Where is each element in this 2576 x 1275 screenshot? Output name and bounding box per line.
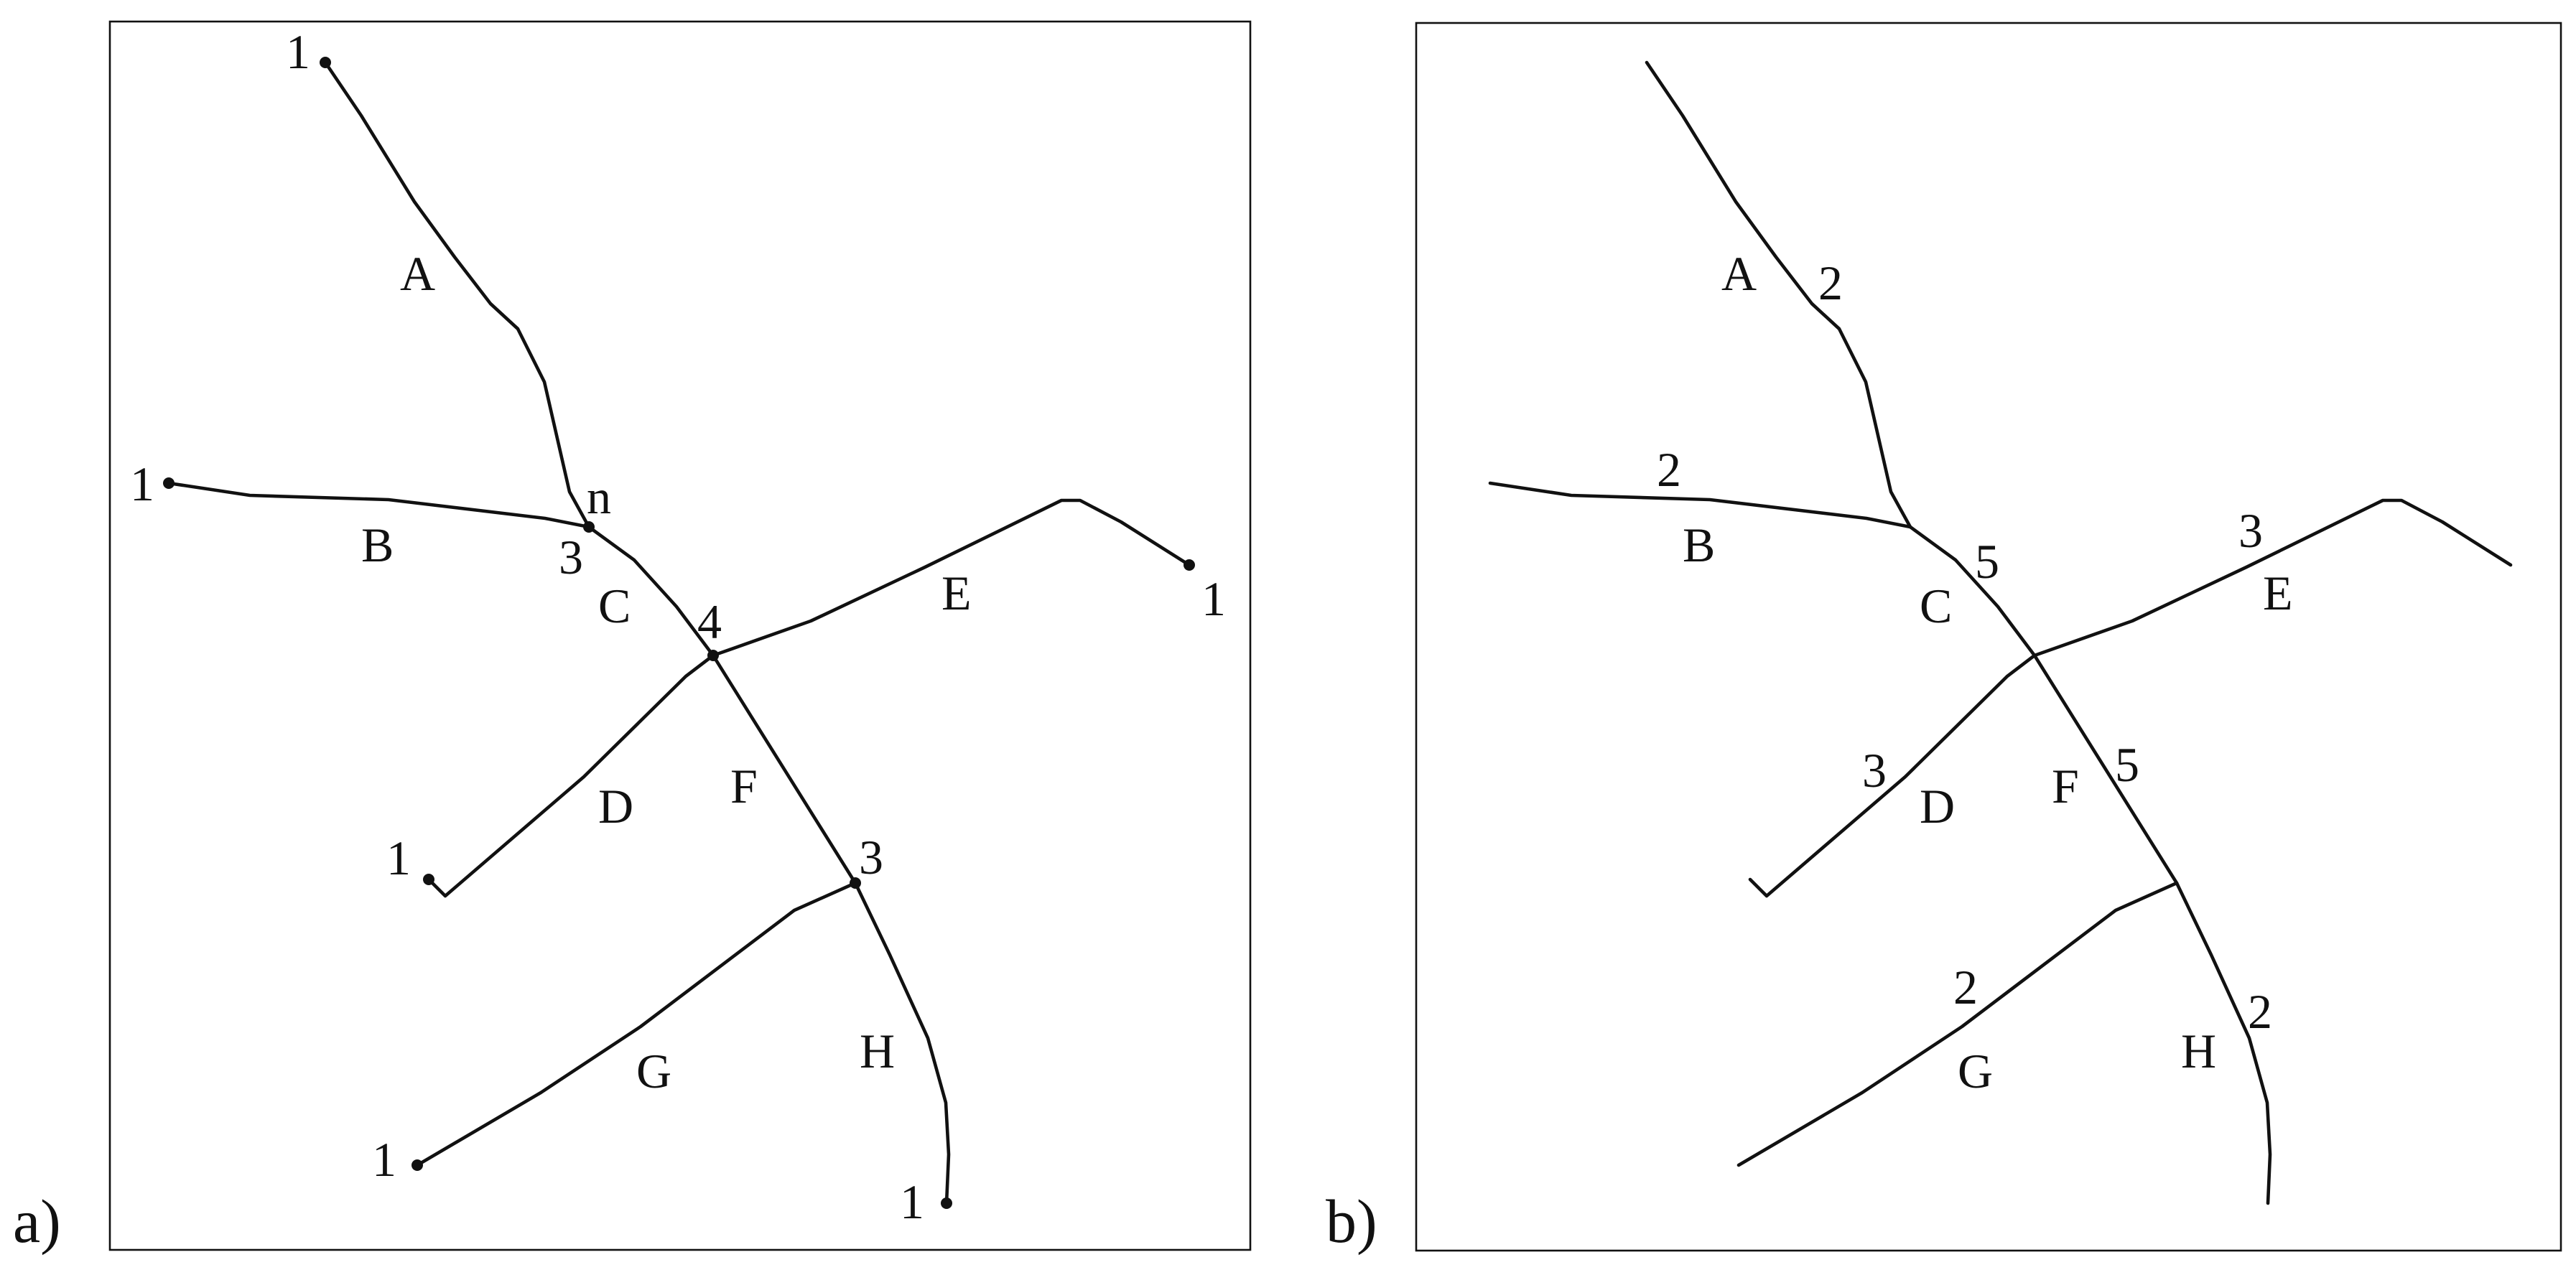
segment-f-line-b	[2032, 653, 2179, 885]
segment-c-label: C	[598, 579, 631, 633]
segment-e-line	[711, 498, 1191, 658]
node-b-left	[163, 477, 175, 489]
node-cd-junction	[707, 650, 719, 661]
segment-d-line-b	[1748, 653, 2037, 898]
segment-f-label: F	[730, 759, 758, 813]
node-a-top	[320, 57, 331, 68]
segment-b-label-b: B	[1683, 518, 1715, 572]
panel-a: a) A B C D E F G H 1 1 3 n 4 1 1 3 1 1	[13, 20, 1252, 1256]
node-g-end	[411, 1159, 423, 1171]
stream-order-e: 3	[2238, 503, 2263, 558]
segment-d-line	[427, 653, 715, 898]
segment-b-line	[167, 481, 591, 529]
stream-order-a: 2	[1818, 256, 1843, 310]
stream-order-b: 2	[1657, 442, 1681, 497]
node-marker-junction-ab: n	[587, 470, 611, 524]
node-e-right	[1184, 559, 1195, 571]
segment-e-label-b: E	[2263, 566, 2293, 620]
node-value-e-right: 1	[1201, 571, 1226, 626]
panel-b-frame	[1415, 22, 2562, 1252]
segment-h-label: H	[860, 1024, 895, 1078]
panel-a-label: a)	[13, 1187, 61, 1256]
segment-c-label-b: C	[1920, 579, 1952, 633]
segment-g-line	[415, 881, 857, 1167]
segment-d-label: D	[598, 779, 633, 833]
node-fg-junction	[850, 877, 861, 889]
segment-e-label: E	[941, 566, 972, 620]
panel-b: b) A B C D E F G H 2 2 5 3 3 5 2 2	[1326, 22, 2562, 1256]
node-value-b-left: 1	[130, 457, 154, 511]
stream-order-g: 2	[1953, 960, 1978, 1014]
node-d-end	[423, 874, 434, 885]
segment-g-label: G	[636, 1044, 671, 1098]
panel-a-frame	[108, 20, 1252, 1251]
segment-b-line-b	[1488, 481, 1912, 529]
node-value-junction-cd: 4	[697, 594, 722, 649]
segment-a-line-b	[1645, 60, 1912, 529]
stream-order-h: 2	[2248, 984, 2272, 1039]
segment-h-label-b: H	[2181, 1024, 2216, 1078]
node-h-end	[941, 1197, 952, 1209]
segment-c-line	[587, 525, 715, 658]
segment-b-label: B	[361, 518, 394, 572]
segment-g-line-b	[1736, 881, 2179, 1167]
segment-f-line	[711, 653, 857, 885]
node-value-d-end: 1	[386, 831, 411, 885]
node-value-junction-fg: 3	[859, 830, 883, 884]
segment-a-line	[323, 60, 591, 529]
stream-order-f: 5	[2115, 737, 2139, 792]
node-ab-junction	[583, 521, 595, 533]
node-value-h-end: 1	[900, 1174, 924, 1229]
segment-e-line-b	[2032, 498, 2513, 658]
segment-c-line-b	[1908, 525, 2037, 658]
stream-order-c: 5	[1975, 534, 1999, 589]
segment-g-label-b: G	[1958, 1044, 1993, 1098]
segment-f-label-b: F	[2052, 759, 2079, 813]
segment-h-line-b	[2175, 881, 2272, 1205]
segment-h-line	[853, 881, 951, 1205]
panel-b-label: b)	[1326, 1187, 1377, 1256]
node-value-a-top: 1	[286, 24, 310, 79]
node-value-junction-ab: 3	[559, 530, 583, 584]
segment-a-label: A	[400, 246, 435, 301]
node-value-g-end: 1	[372, 1132, 396, 1187]
segment-a-label-b: A	[1721, 246, 1757, 301]
segment-d-label-b: D	[1920, 779, 1955, 833]
stream-order-d: 3	[1862, 743, 1887, 798]
